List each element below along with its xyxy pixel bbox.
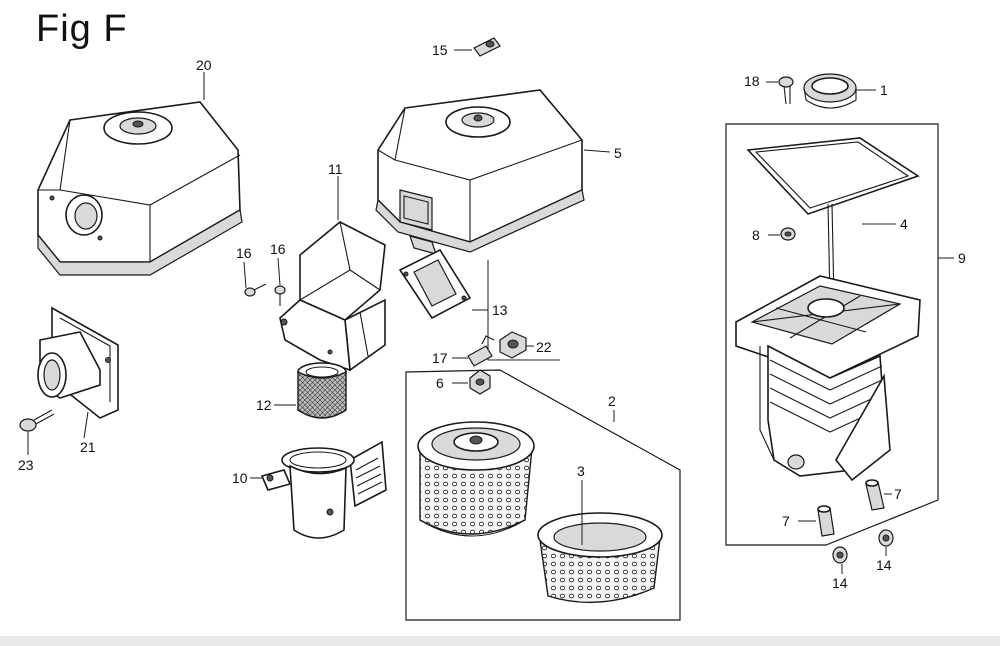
part-23-bolt [19,409,55,432]
part-4-gasket [746,137,920,215]
callout-14b: 14 [876,557,892,573]
callout-6: 6 [436,375,444,391]
leader-16a [243,261,247,289]
part-21-elbow [37,306,119,419]
leader-16b [277,257,281,286]
frame-element-assembly [405,369,681,621]
part-18-bolt [778,76,794,105]
callout-2: 2 [608,393,616,409]
callout-23: 23 [18,457,34,473]
part-20-air-cleaner-cover [37,101,243,276]
callout-21: 21 [80,439,96,455]
callout-3: 3 [577,463,585,479]
callout-13: 13 [492,302,508,318]
part-6-wing-nut [469,369,491,395]
callout-5: 5 [614,145,622,161]
part-22-nut [499,331,527,359]
callout-22: 22 [536,339,552,355]
callout-18: 18 [744,73,760,89]
part-13-gasket [398,248,472,320]
part-5-main-cover [375,89,585,255]
part-15-knob [473,37,501,57]
part-16-screw-b [274,285,286,306]
part-12-filter-screen [297,362,347,419]
part-10-filter-case [260,440,387,539]
callout-15: 15 [432,42,448,58]
leader-5 [583,149,611,153]
callout-17: 17 [432,350,448,366]
callout-1: 1 [880,82,888,98]
callout-4: 4 [900,216,908,232]
callout-20: 20 [196,57,212,73]
part-7-tube-a [865,479,885,511]
callout-12: 12 [256,397,272,413]
frame-case-assembly [725,123,939,546]
callout-11: 11 [328,161,343,177]
callout-16a: 16 [236,245,252,261]
callout-14a: 14 [832,575,848,591]
leader-21 [83,411,89,439]
part-2-air-filter-element [417,421,535,537]
part-7-tube-b [817,505,835,537]
part-16-screw-a [244,283,267,297]
callout-10: 10 [232,470,248,486]
leader-13 [472,260,560,361]
callout-16b: 16 [270,241,286,257]
callout-7b: 7 [782,513,790,529]
part-11-duct-cover [279,221,386,372]
callout-7a: 7 [894,486,902,502]
part-14-grommet-a [832,546,848,564]
part-3-foam-pre-cleaner [537,512,663,604]
callout-8: 8 [752,227,760,243]
bottom-border-stripe [0,636,1000,646]
callout-9: 9 [958,250,966,266]
part-17-clip [467,335,495,367]
part-1-ring [803,73,857,109]
part-9-air-cleaner-case [735,203,921,482]
figure-title: Fig F [36,8,128,50]
part-14-grommet-b [878,529,894,547]
part-8-nut [780,227,796,241]
